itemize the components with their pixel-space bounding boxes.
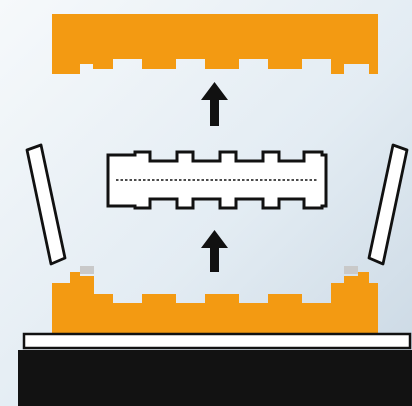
- top-mold-half: [52, 14, 378, 74]
- arrow-up-icon: [201, 230, 228, 272]
- base-plate: [22, 332, 412, 350]
- left-side-panel: [25, 143, 67, 266]
- right-gasket: [344, 266, 358, 274]
- right-side-panel: [367, 143, 409, 266]
- press-base: [18, 350, 412, 406]
- bottom-mold-half: [52, 272, 378, 334]
- arrow-up-icon: [201, 82, 228, 126]
- left-gasket: [80, 266, 94, 274]
